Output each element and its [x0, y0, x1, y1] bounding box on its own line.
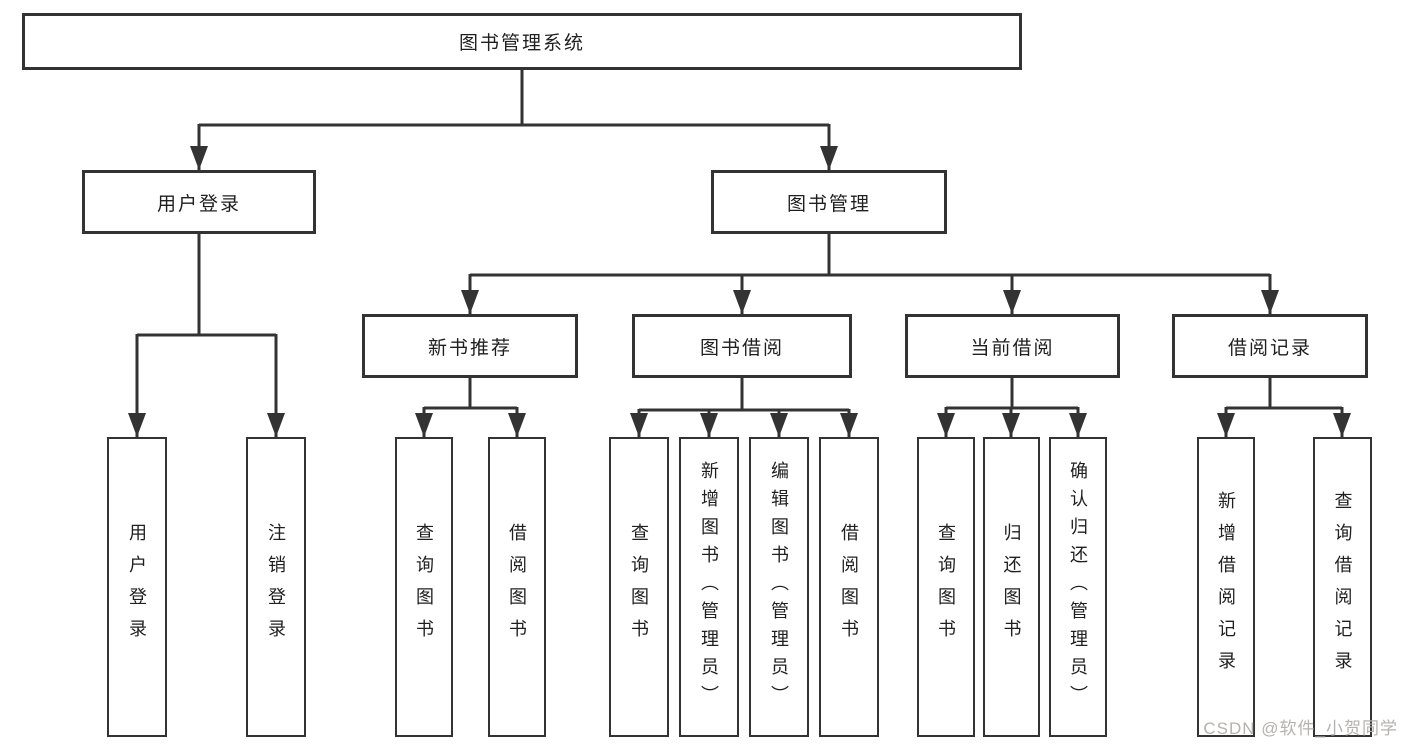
leaf-query-books-current: 查询图书: [917, 437, 975, 737]
leaf-label: 编辑图书（管理员）: [769, 461, 789, 713]
leaf-logout: 注销登录: [246, 437, 306, 737]
node-book-borrowing: 图书借阅: [632, 314, 852, 378]
node-label: 图书借阅: [699, 337, 784, 359]
node-label: 借阅记录: [1227, 337, 1312, 359]
node-label: 当前借阅: [970, 337, 1055, 359]
leaf-label: 借阅图书: [507, 523, 527, 651]
leaf-label: 查询图书: [936, 523, 956, 651]
leaf-label: 查询图书: [629, 523, 649, 651]
node-label: 用户登录: [156, 193, 241, 215]
leaf-label: 确认归还（管理员）: [1068, 461, 1088, 713]
leaf-borrow-books-newrec: 借阅图书: [488, 437, 546, 737]
leaf-confirm-return-admin: 确认归还（管理员）: [1049, 437, 1107, 737]
leaf-label: 新增图书（管理员）: [699, 461, 719, 713]
leaf-user-login: 用户登录: [107, 437, 167, 737]
leaf-return-books: 归还图书: [983, 437, 1040, 737]
leaf-add-borrow-record: 新增借阅记录: [1197, 437, 1255, 737]
leaf-label: 归还图书: [1001, 523, 1022, 651]
leaf-borrow-books-borrow: 借阅图书: [819, 437, 879, 737]
leaf-edit-books-admin: 编辑图书（管理员）: [749, 437, 809, 737]
node-root-library-system: 图书管理系统: [22, 13, 1022, 70]
node-label: 图书管理系统: [458, 33, 585, 54]
leaf-label: 新增借阅记录: [1216, 491, 1236, 683]
leaf-label: 查询借阅记录: [1332, 491, 1353, 683]
leaf-add-books-admin: 新增图书（管理员）: [679, 437, 739, 737]
node-current-borrowing: 当前借阅: [905, 314, 1120, 378]
csdn-watermark: CSDN @软件_小贺同学: [1203, 719, 1398, 738]
node-borrowing-records: 借阅记录: [1172, 314, 1368, 378]
leaf-label: 注销登录: [266, 523, 286, 651]
leaf-query-books-newrec: 查询图书: [395, 437, 453, 737]
node-label: 新书推荐: [427, 337, 512, 359]
node-book-management: 图书管理: [711, 170, 947, 234]
leaf-query-books-borrow: 查询图书: [609, 437, 669, 737]
leaf-label: 借阅图书: [839, 523, 859, 651]
leaf-query-borrow-record: 查询借阅记录: [1313, 437, 1372, 737]
leaf-label: 查询图书: [414, 523, 434, 651]
node-user-login: 用户登录: [82, 170, 316, 234]
node-new-book-recommendation: 新书推荐: [362, 314, 578, 378]
node-label: 图书管理: [786, 193, 871, 215]
leaf-label: 用户登录: [127, 523, 147, 651]
